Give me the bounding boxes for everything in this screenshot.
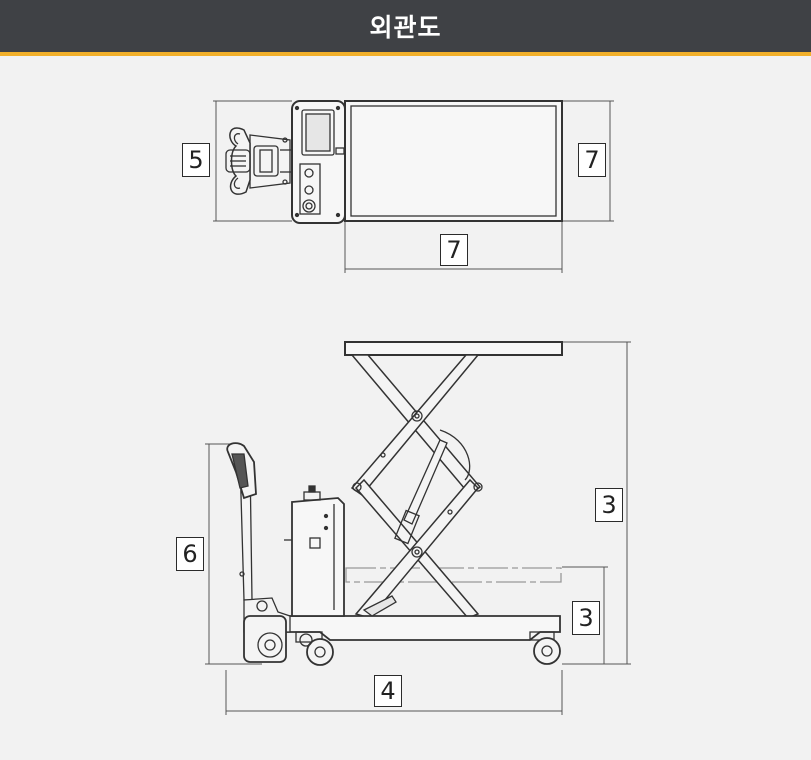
- page-header: 외관도: [0, 0, 811, 52]
- top-length-right-label: 7: [578, 143, 606, 177]
- top-view: [213, 100, 614, 273]
- top-width-label: 5: [182, 143, 210, 177]
- page-title: 외관도: [369, 13, 442, 42]
- side-view: [205, 341, 631, 715]
- header-accent-rule: [0, 52, 811, 56]
- side-overall-length-label: 4: [374, 675, 402, 707]
- side-min-height-label: 3: [572, 601, 600, 635]
- side-height-label: 3: [595, 488, 623, 522]
- top-length-bottom-label: 7: [440, 234, 468, 266]
- side-handle-height-label: 6: [176, 537, 204, 571]
